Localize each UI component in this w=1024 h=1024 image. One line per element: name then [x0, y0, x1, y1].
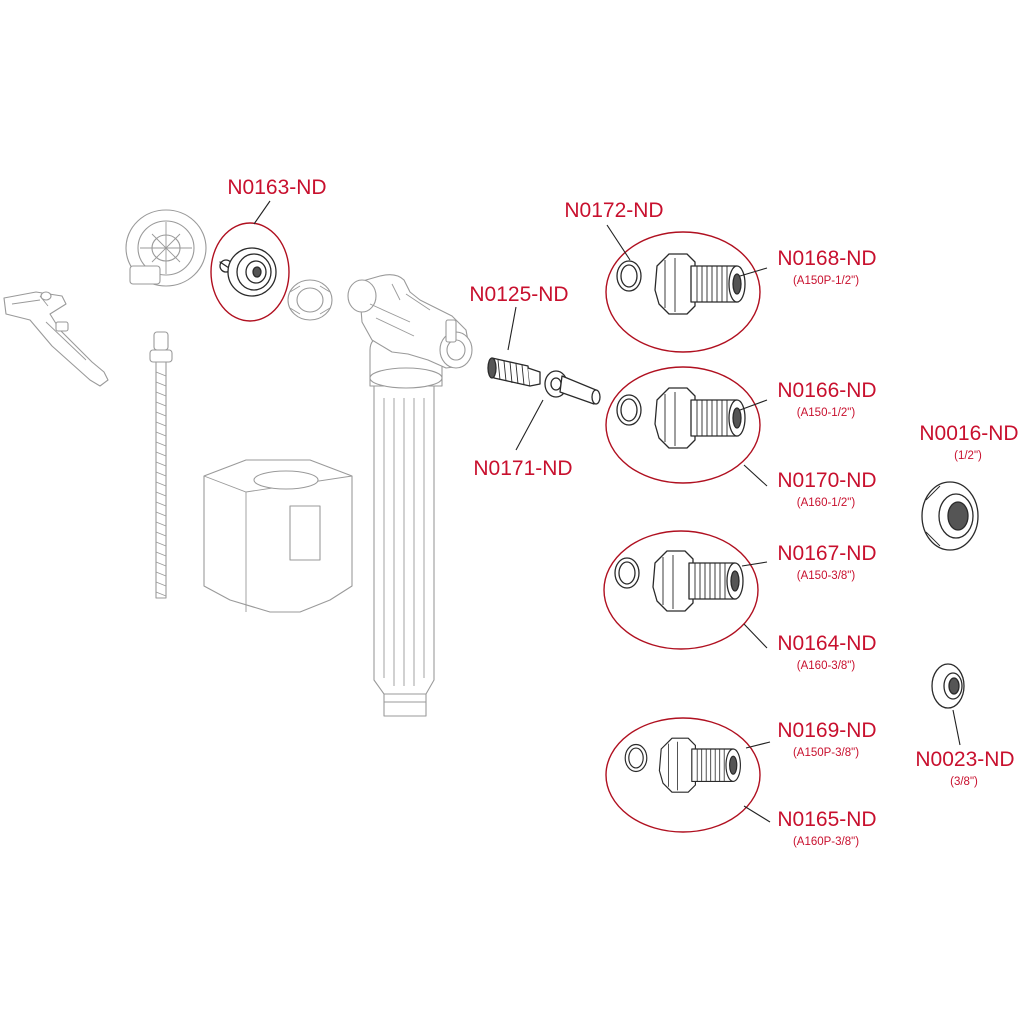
spec-n0167: (A150-3/8"): [797, 570, 856, 582]
spec-n0023: (3/8"): [950, 776, 978, 788]
spec-n0170: (A160-1/2"): [797, 497, 856, 509]
label-n0167: N0167-ND: [777, 542, 876, 565]
valve-cover-cap: [125, 209, 207, 287]
nut-part-n0016: [921, 481, 979, 551]
spec-n0166: (A150-1/2"): [797, 407, 856, 419]
label-n0170: N0170-ND: [777, 469, 876, 492]
label-n0016: N0016-ND: [919, 422, 1018, 445]
nut-part-n0023: [931, 663, 965, 709]
callout-ring-n0166: [605, 366, 761, 484]
float-arm-lever: [3, 291, 109, 387]
label-n0023: N0023-ND: [915, 748, 1014, 771]
filter-pin-part-n0125: [487, 357, 541, 387]
label-n0171: N0171-ND: [473, 457, 572, 480]
label-n0164: N0164-ND: [777, 632, 876, 655]
inlet-valve-body: [347, 274, 473, 717]
part-labels: N0163-ND N0172-ND N0168-ND (A150P-1/2") …: [227, 176, 1018, 848]
label-n0169: N0169-ND: [777, 719, 876, 742]
callout-ring-n0163: [210, 222, 290, 322]
callout-ring-n0169: [605, 717, 761, 833]
float-guide-rod: [149, 331, 173, 599]
callout-ring-n0167: [603, 530, 759, 650]
spec-n0169: (A150P-3/8"): [793, 747, 859, 759]
callout-ring-n0168: [605, 231, 761, 353]
label-n0168: N0168-ND: [777, 247, 876, 270]
connector-part-n0168: [616, 253, 746, 315]
spec-n0165: (A160P-3/8"): [793, 836, 859, 848]
label-n0172: N0172-ND: [564, 199, 663, 222]
label-n0165: N0165-ND: [777, 808, 876, 831]
connector-part-n0166: [616, 387, 746, 449]
label-n0166: N0166-ND: [777, 379, 876, 402]
diaphragm-part-n0163: [219, 247, 277, 297]
float-cup: [203, 459, 353, 613]
cap-nut: [287, 279, 333, 321]
piston-part-n0171: [544, 370, 601, 405]
spec-n0016: (1/2"): [954, 450, 982, 462]
connector-part-n0167: [614, 550, 744, 612]
spec-n0168: (A150P-1/2"): [793, 275, 859, 287]
label-n0125: N0125-ND: [469, 283, 568, 306]
label-n0163: N0163-ND: [227, 176, 326, 199]
leader-lines: [253, 200, 961, 823]
spec-n0164: (A160-3/8"): [797, 660, 856, 672]
connector-part-n0169: [624, 737, 741, 793]
